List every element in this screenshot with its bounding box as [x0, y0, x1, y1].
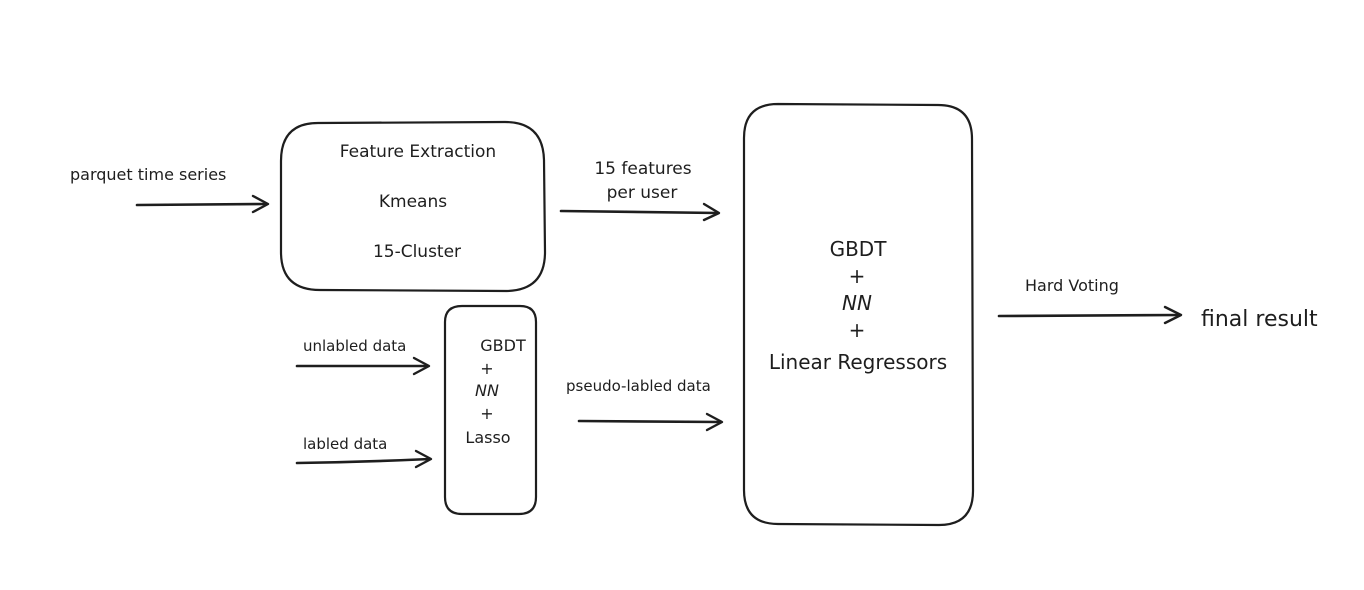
feature-extraction-text: Feature Extraction	[340, 142, 496, 162]
features-label-line2: per user	[607, 183, 678, 203]
feature-extraction-box: Feature Extraction Kmeans 15-Cluster	[279, 120, 547, 293]
kmeans-text: Kmeans	[379, 192, 447, 212]
semi-lasso-text: Lasso	[465, 428, 510, 447]
ensemble-model-box-outline	[742, 102, 975, 527]
ensemble-nn-text: NN	[842, 291, 872, 315]
features-label-line1: 15 features	[594, 159, 691, 179]
unlabeled-label: unlabled data	[303, 337, 406, 355]
ensemble-plus-1-text: +	[849, 264, 866, 288]
feature-extraction-box-outline	[279, 120, 547, 293]
final-result-label: final result	[1201, 307, 1318, 332]
pseudo-labeled-arrow	[577, 412, 724, 432]
semi-gbdt-text: GBDT	[480, 336, 526, 355]
ensemble-regressors-text: Linear Regressors	[769, 350, 947, 374]
voting-label: Hard Voting	[1025, 276, 1119, 295]
ensemble-gbdt-text: GBDT	[830, 237, 888, 261]
features-arrow	[559, 202, 721, 222]
ensemble-plus-2-text: +	[849, 318, 866, 342]
labeled-arrow	[295, 449, 433, 469]
voting-arrow	[997, 305, 1183, 325]
semi-plus-1-text: +	[480, 359, 493, 378]
ensemble-model-box: GBDT + NN + Linear Regressors	[742, 102, 975, 527]
unlabeled-arrow	[295, 356, 431, 376]
pseudo-label-model-box-outline	[443, 304, 538, 516]
semi-plus-2-text: +	[480, 404, 493, 423]
input-arrow	[135, 194, 270, 214]
cluster-text: 15-Cluster	[373, 242, 461, 262]
pseudo-labeled-label: pseudo-labled data	[566, 377, 711, 395]
semi-nn-text: NN	[475, 381, 499, 400]
labeled-label: labled data	[303, 435, 387, 453]
input-label: parquet time series	[70, 165, 226, 184]
pseudo-label-model-box: GBDT + NN + Lasso	[443, 304, 538, 516]
